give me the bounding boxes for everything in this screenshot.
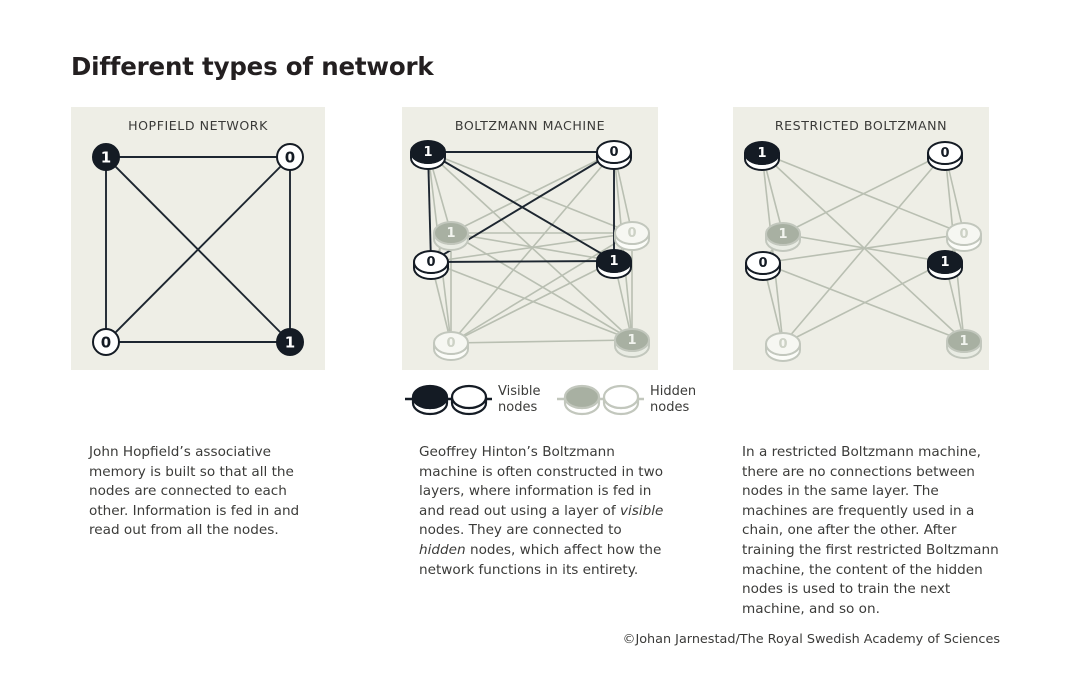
node-visible-1[interactable]: 1 [596,249,632,279]
legend: Visible nodes Hidden nodes [400,383,700,429]
edge-v3-h4 [762,262,965,342]
node-visible-0[interactable]: 0 [276,143,304,171]
node-visible-0[interactable]: 0 [92,328,120,356]
edge-v2-h1 [782,152,946,235]
node-hidden-0[interactable]: 0 [614,221,650,251]
edge-v4-h1 [450,232,615,262]
edge-v1-v3 [427,151,432,263]
legend-label-visible: Visible nodes [498,384,558,415]
edge-h1-h4 [450,232,633,341]
node-hidden-1[interactable]: 1 [765,222,801,252]
legend-label-hidden-line2: nodes [650,399,690,415]
node-hidden-0[interactable]: 0 [765,332,801,362]
legend-label-hidden: Hidden nodes [650,384,710,415]
edge-v2-h1 [450,151,615,234]
node-visible-1[interactable]: 1 [410,140,446,170]
panel-title-restricted-boltzmann: RESTRICTED BOLTZMANN [774,118,948,133]
edge-v4-h1 [782,233,946,263]
edges-hidden [427,151,633,344]
page-title: Different types of network [71,52,434,81]
node-hidden-1[interactable]: 1 [433,221,469,251]
panel-hopfield: HOPFIELD NETWORK 1 0 0 1 [71,107,325,370]
node-visible-1[interactable]: 1 [927,250,963,280]
edge-v4-h3 [450,260,615,344]
caption-hopfield: John Hopfield’s associative memory is bu… [89,444,300,539]
node-visible-1[interactable]: 1 [744,141,780,171]
panel-title-boltzmann-machine: BOLTZMANN MACHINE [454,118,606,133]
edge-v3-v4 [430,260,615,263]
legend-label-visible-line2: nodes [498,399,538,415]
node-visible-0[interactable]: 0 [745,251,781,281]
caption-restricted-boltzmann: In a restricted Boltzmann machine, there… [742,444,999,617]
node-visible-0[interactable]: 0 [927,141,963,171]
node-visible-1[interactable]: 1 [276,328,304,356]
node-hidden-1[interactable]: 1 [614,328,650,358]
edges-visible [105,156,291,343]
legend-label-hidden-line1: Hidden [650,384,697,399]
edge-v4-h3 [782,261,946,345]
edge-h2-h3 [450,232,633,344]
caption-boltzmann-machine: Geoffrey Hinton’s Boltzmann machine is o… [419,444,664,578]
legend-symbols [405,384,644,416]
edge-h3-h4 [450,339,633,344]
edge-v1-v4 [427,151,615,262]
node-hidden-1[interactable]: 1 [946,329,982,359]
node-hidden-0[interactable]: 0 [433,331,469,361]
legend-symbol-visible [405,384,492,416]
node-hidden-0[interactable]: 0 [946,222,982,252]
edge-v1-h2 [427,151,633,234]
legend-symbol-hidden [557,384,644,416]
node-visible-0[interactable]: 0 [413,250,449,280]
legend-label-visible-line1: Visible [498,384,541,399]
node-visible-1[interactable]: 1 [92,143,120,171]
edge-v1-h4 [761,152,965,342]
node-visible-0[interactable]: 0 [596,140,632,170]
credit-line: ©Johan Jarnestad/The Royal Swedish Acade… [622,632,1000,647]
edge-b-c [105,156,291,343]
edge-v3-h4 [430,261,633,341]
network-diagram-hopfield: 1 0 0 1 [92,143,304,356]
panel-title-hopfield: HOPFIELD NETWORK [128,118,268,133]
